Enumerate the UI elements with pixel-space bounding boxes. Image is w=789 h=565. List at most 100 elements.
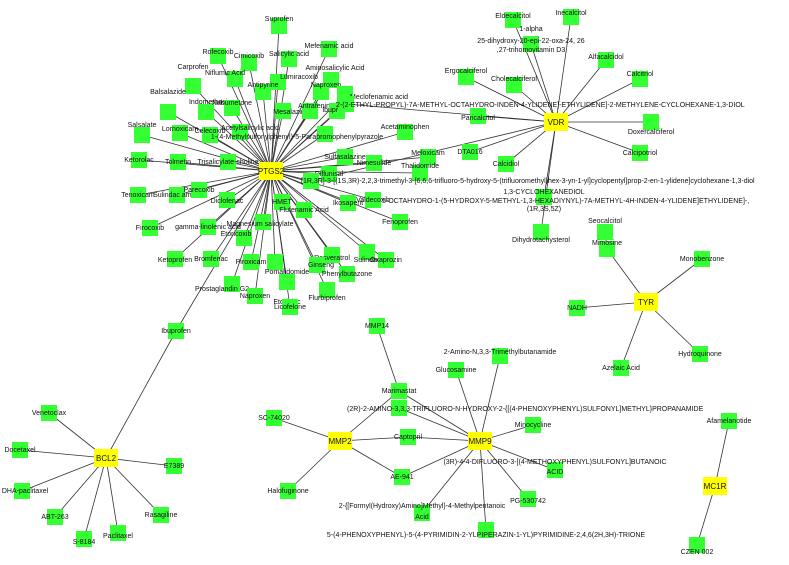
node-lumiracoxib[interactable]: Lumiracoxib <box>270 74 318 90</box>
node-alfacalcidol[interactable]: Alfacalcidol <box>588 52 624 68</box>
node-trimethylbutanamide[interactable]: 2-Amino-N,3,3-Trimethylbutanamide <box>444 348 557 364</box>
node-ketoprofen[interactable]: Ketoprofen <box>158 251 192 267</box>
node-docetaxel[interactable]: Docetaxel <box>4 442 36 458</box>
node-lornoxicam[interactable]: Lornoxicam <box>162 125 198 141</box>
node-afamelanotide[interactable]: Afamelanotide <box>707 413 752 429</box>
node-resveratrol[interactable]: Resveratrol <box>314 247 350 263</box>
node-celecoxib[interactable]: Celecoxib <box>195 127 226 143</box>
node-antrafenine[interactable]: Antrafenine <box>298 103 334 119</box>
node-phenylbutazone[interactable]: Phenylbutazone <box>322 266 372 282</box>
node-cholecalciferol[interactable]: Cholecalciferol <box>491 76 537 93</box>
node-calcipotriol[interactable]: Calcipotriol <box>623 145 658 161</box>
node-cyclohexanediol[interactable]: 1,3-CYCLOHEXANEDIOL5-OCTAHYDRO-1-(5-HYDR… <box>382 189 749 213</box>
node-nimesulide[interactable]: Nimesulide <box>357 155 392 171</box>
node-acetaminophen[interactable]: Acetaminophen <box>381 124 430 140</box>
node-pomalidomide[interactable]: Pomalidomide <box>265 254 309 276</box>
node-carprofen[interactable]: Carprofen <box>177 64 209 94</box>
node-sulfasalazine[interactable]: Sulfasalazine <box>324 149 366 165</box>
node-tolmetin[interactable]: Tolmetin <box>165 154 191 170</box>
node-halofuginone[interactable]: Halofuginone <box>267 483 309 499</box>
node-sulindac[interactable]: Sulindac <box>354 244 381 264</box>
node-mesalazine[interactable]: Mesalazine <box>273 103 309 119</box>
node-licofelone[interactable]: Licofelone <box>274 299 306 315</box>
node-trifluoro-long[interactable]: [1R,3R]-3-[(1S,3R)-2,2,3-trimethyl-3-[6,… <box>301 173 755 189</box>
node-mmp14[interactable]: MMP14 <box>365 318 389 334</box>
node-prostaglandin[interactable]: Prostaglandin G2 <box>195 276 249 293</box>
node-meloxicam[interactable]: Meloxicam <box>411 149 445 165</box>
node-niflumic-acid[interactable]: Niflumic Acid <box>205 70 245 87</box>
node-ginseng[interactable]: Ginseng <box>308 257 334 273</box>
node-calcitriol[interactable]: Calcitriol <box>627 71 654 87</box>
hub-mc1r[interactable]: MC1R <box>703 477 727 495</box>
node-salsalate[interactable]: Salsalate <box>128 122 157 143</box>
node-ae941[interactable]: AE-941 <box>390 469 414 485</box>
hub-mmp9[interactable]: MMP9 <box>468 432 492 450</box>
node-paricalcitol[interactable]: Paricalcitol <box>461 108 495 124</box>
node-thalidomide[interactable]: Thalidomide <box>401 163 439 181</box>
node-propan[interactable]: 2-(2-ETHYL-PROPYL)-7A-METHYL-OCTAHYDRO-I… <box>336 96 745 112</box>
node-cimicoxib[interactable]: Cimicoxib <box>234 53 264 71</box>
node-e7389[interactable]: E7389 <box>164 458 184 474</box>
node-abt263[interactable]: ABT-263 <box>41 509 69 525</box>
node-s8184[interactable]: S-8184 <box>73 531 96 547</box>
node-piroxicam[interactable]: Piroxicam <box>236 254 267 270</box>
node-paclitaxel[interactable]: Paclitaxel <box>103 525 133 541</box>
node-diflunisal[interactable]: Diflunisal <box>315 166 344 182</box>
node-rasagiline[interactable]: Rasagiline <box>145 507 178 523</box>
node-minocycline[interactable]: Minocycline <box>515 417 552 433</box>
node-diclofenac[interactable]: Diclofenac <box>211 192 244 208</box>
node-nadh[interactable]: NADH <box>567 300 587 316</box>
node-ikosapent[interactable]: Ikosapent <box>333 195 363 211</box>
node-bromfenac[interactable]: Bromfenac <box>194 251 228 267</box>
hub-mmp2[interactable]: MMP2 <box>328 432 352 450</box>
hub-ptgs2[interactable]: PTGS2 <box>258 162 285 180</box>
node-frirocoxib[interactable]: Firocoxib <box>136 220 165 236</box>
node-ergocalciferol[interactable]: Ergocalciferol <box>445 68 488 85</box>
node-sulindac-amide[interactable]: Sulindac amide <box>153 187 201 203</box>
node-sc74020[interactable]: SC-74020 <box>258 410 290 426</box>
node-calcidiol[interactable]: Calcidiol <box>493 156 520 172</box>
node-flufenamic-acid[interactable]: Flufenamic Acid <box>279 202 329 218</box>
node-ketorolac[interactable]: Ketorolac <box>124 152 154 168</box>
node-balsalazide[interactable]: Balsalazide <box>150 89 186 120</box>
node-naproxen[interactable]: Naproxen <box>240 288 270 304</box>
node-oxaprozin[interactable]: Oxaprozin <box>370 252 402 268</box>
node-czen002[interactable]: CZEN 002 <box>681 537 714 556</box>
node-butanoic[interactable]: (3R)-4-4-DIFLUORO-3-[(4-METHOXYPHENYL)SU… <box>443 459 667 478</box>
node-flurbiprofen[interactable]: Flurbiprofen <box>308 282 346 302</box>
node-naproxen-top[interactable]: Naproxen <box>311 82 341 100</box>
node-magnesium-salicylate[interactable]: Magnesium salicylate <box>227 214 294 230</box>
node-gamma-linolenic[interactable]: gamma-linolenic acid <box>175 219 241 235</box>
node-acetylsalicylic-acid[interactable]: Acetylsalicylic acid <box>221 124 279 140</box>
node-rofecoxib[interactable]: Rofecoxib <box>202 48 234 64</box>
node-parecoxib[interactable]: Parecoxib <box>183 182 215 198</box>
node-hmet[interactable]: HMET <box>272 194 293 210</box>
node-venetoclax[interactable]: Venetoclax <box>32 405 67 421</box>
node-doxercalciferol[interactable]: Doxercalciferol <box>628 114 675 136</box>
node-nabumetone[interactable]: Nabumetone <box>212 100 252 116</box>
node-glucosamine[interactable]: Glucosamine <box>436 362 477 378</box>
node-formyl[interactable]: 2-{[Formyl(Hydroxy)Amino]Methyl}-4-Methy… <box>339 503 506 521</box>
node-tenoxicam[interactable]: Tenoxicam <box>121 187 155 203</box>
node-monobenzone[interactable]: Monobenzone <box>680 251 724 267</box>
node-sulfonyl-propanamide[interactable]: (2R)-2-AMINO-3,3,3-TRIFLUORO-N-HYDROXY-2… <box>347 400 704 416</box>
node-mefenamic-acid[interactable]: Mefenamic acid <box>304 41 354 57</box>
node-antipyrine[interactable]: Antipyrine <box>247 82 279 100</box>
node-salicylic-acid[interactable]: Salicylic acid <box>269 51 309 67</box>
node-suprofen[interactable]: Suprofen <box>265 16 294 34</box>
hub-bcl2[interactable]: BCL2 <box>94 449 118 467</box>
node-pyrimidine-trione[interactable]: 5-(4-PHENOXYPHENYL)-5-(4-PYRIMIDIN-2-YLP… <box>327 522 645 539</box>
node-captopril[interactable]: Captopril <box>394 429 422 445</box>
node-eldecalcitol[interactable]: Eldecalcitol <box>495 12 531 28</box>
node-ibuprofen[interactable]: Ibuprofen <box>161 323 191 339</box>
node-parabromophenyl[interactable]: 1-(4-Methylsulfonylphenyl)-5-Parabromoph… <box>211 126 383 142</box>
node-azelaic-acid[interactable]: Azelaic Acid <box>602 360 640 376</box>
node-pg530742[interactable]: PG-530742 <box>510 491 546 507</box>
node-seocalcitol[interactable]: Seocalcitol <box>588 218 622 240</box>
node-valdecoxib[interactable]: Valdecoxib <box>356 192 390 208</box>
node-dta016[interactable]: DTA016 <box>457 144 483 160</box>
node-indomethacin[interactable]: Indomethacin <box>189 99 231 120</box>
node-etoricoxib[interactable]: Etoricoxib <box>221 230 252 246</box>
node-trisalicylate[interactable]: Trisalicylate-choline <box>197 154 259 170</box>
hub-vdr[interactable]: VDR <box>544 113 568 131</box>
